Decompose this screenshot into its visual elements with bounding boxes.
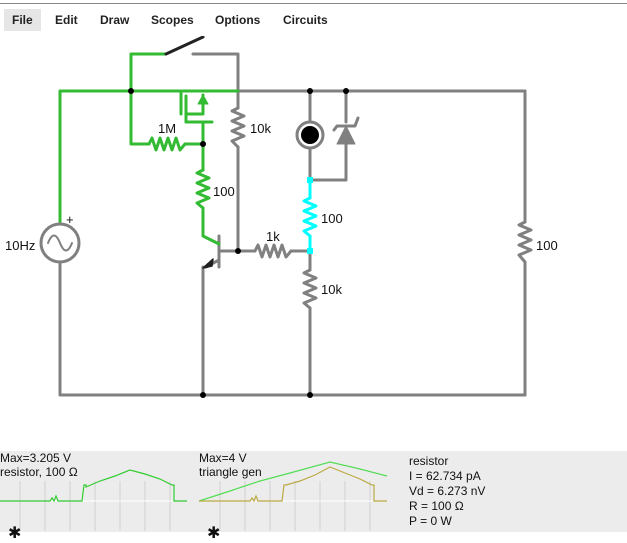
node-dot: [200, 392, 206, 398]
resistor-10k-bottom[interactable]: [302, 268, 318, 310]
label-1k: 1k: [266, 229, 280, 244]
label-10k-top: 10k: [250, 121, 271, 136]
node-dot: [235, 248, 241, 254]
wire-active[interactable]: [58, 89, 240, 226]
menu-file[interactable]: File: [4, 9, 41, 31]
scope-panel: Max=3.205 V resistor, 100 Ω Max=4 V tria…: [0, 451, 627, 542]
selection-handle[interactable]: [307, 248, 313, 254]
label-100-selected: 100: [321, 211, 343, 226]
wire[interactable]: [58, 260, 527, 397]
info-power: P = 0 W: [409, 514, 452, 528]
resistor-10k-top[interactable]: [230, 106, 246, 149]
scope2-max: Max=4 V: [199, 451, 247, 465]
sine-wave-icon: [47, 234, 73, 252]
scope1-max: Max=3.205 V: [0, 451, 72, 465]
scope2-trace: [199, 466, 387, 503]
element-info: resistor I = 62.734 pA Vd = 6.273 nV R =…: [409, 454, 485, 529]
node-dot: [307, 88, 313, 94]
gear-icon[interactable]: ✱: [207, 525, 221, 542]
label-source-polarity: +: [66, 212, 74, 227]
label-10k-bottom: 10k: [321, 282, 342, 297]
node-dot: [128, 88, 134, 94]
circuit-canvas[interactable]: 1M 10k 100 1k 100 10k 100 10Hz +: [0, 36, 627, 451]
mosfet-arrow-icon: [197, 94, 209, 105]
menu-draw[interactable]: Draw: [100, 13, 130, 27]
info-voltage: Vd = 6.273 nV: [409, 484, 486, 498]
scope1-plot[interactable]: [0, 469, 187, 531]
gear-icon[interactable]: ✱: [8, 525, 22, 542]
wire-active[interactable]: [129, 89, 151, 146]
scope1-name: resistor, 100 Ω: [0, 465, 78, 479]
label-100-right: 100: [536, 238, 558, 253]
resistor-1k[interactable]: [253, 243, 293, 259]
node-dot: [200, 141, 206, 147]
info-resistance: R = 100 Ω: [409, 499, 464, 513]
transistor-collector[interactable]: [201, 206, 221, 246]
mosfet-drain[interactable]: [184, 120, 205, 146]
resistor-100-right[interactable]: [517, 220, 533, 264]
resistor-100-selected[interactable]: [302, 196, 318, 238]
scope2-plot[interactable]: [198, 461, 388, 531]
scope2-trace-green: [198, 461, 388, 502]
wire-active[interactable]: [129, 52, 168, 93]
label-source-frequency: 10Hz: [5, 238, 35, 253]
menu-circuits[interactable]: Circuits: [283, 13, 328, 27]
resistor-1m[interactable]: [147, 136, 187, 152]
scope2-name: triangle gen: [199, 465, 262, 479]
menu-scopes[interactable]: Scopes: [151, 13, 194, 27]
transistor-arrow-icon: [202, 258, 214, 269]
resistor-100-left[interactable]: [195, 168, 211, 210]
selection-handle[interactable]: [307, 177, 313, 183]
menu-bar: File Edit Draw Scopes Options Circuits: [0, 3, 627, 35]
label-1m: 1M: [158, 121, 176, 136]
node-dot: [343, 88, 349, 94]
zener-bar: [332, 116, 360, 132]
menu-options[interactable]: Options: [215, 13, 261, 27]
scope-graphs[interactable]: [0, 451, 400, 532]
switch[interactable]: [164, 36, 205, 56]
scope1-trace: [0, 469, 187, 503]
wire[interactable]: [308, 142, 348, 182]
menu-edit[interactable]: Edit: [55, 13, 78, 27]
label-100-left: 100: [213, 184, 235, 199]
info-current: I = 62.734 pA: [409, 469, 481, 483]
node-dot: [307, 392, 313, 398]
zener-diode-icon[interactable]: [336, 125, 356, 145]
info-title: resistor: [409, 454, 449, 468]
lamp-core: [301, 126, 319, 144]
nodes: [128, 88, 349, 398]
